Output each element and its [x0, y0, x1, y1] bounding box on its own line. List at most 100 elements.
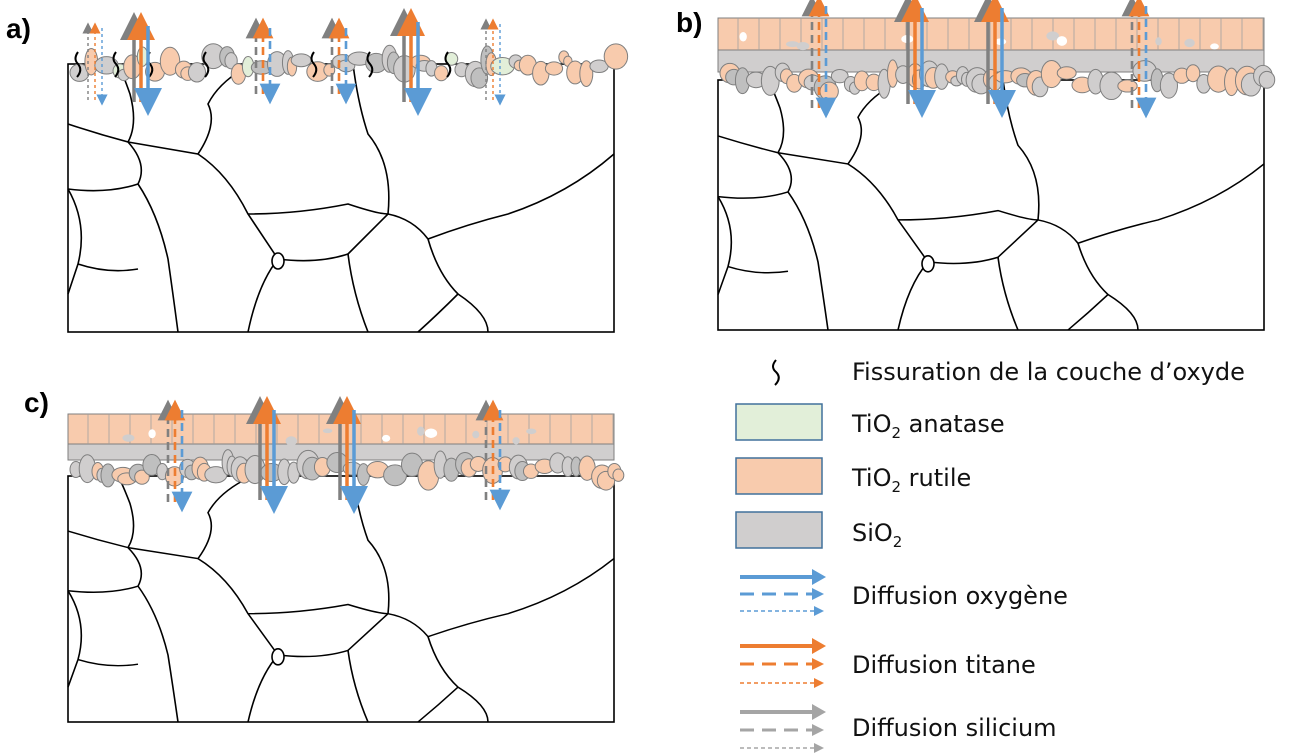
grain-boundary: [67, 590, 83, 688]
oxide-nodule: [830, 68, 849, 84]
oxide-nodule: [159, 46, 181, 76]
sio2-swatch: [735, 511, 823, 549]
crack-mark: [444, 51, 452, 78]
panel-b-label: b): [676, 7, 702, 38]
grain-boundary: [347, 612, 429, 651]
grain-boundary: [717, 196, 733, 295]
legend-oxygen-label: Diffusion oxygène: [852, 582, 1068, 610]
panel-c-label: c): [24, 387, 49, 418]
oxide-nodule: [1159, 72, 1178, 99]
pore: [1210, 43, 1219, 50]
grain-boundary: [67, 530, 143, 594]
pore: [1056, 36, 1068, 46]
pore: [472, 430, 480, 439]
oxide-nodule: [224, 52, 238, 70]
oxide-nodule: [1117, 79, 1138, 93]
anatase-swatch: [735, 403, 823, 441]
pore: [526, 428, 537, 435]
pore: [1184, 38, 1195, 48]
pore: [285, 436, 297, 446]
grain-boundary: [197, 153, 279, 260]
oxide-nodule: [1258, 70, 1276, 89]
oxide-nodule: [1056, 66, 1077, 80]
pore: [796, 42, 810, 51]
pore: [381, 434, 391, 442]
pore: [512, 437, 520, 445]
panel-c-diagram: [67, 396, 625, 723]
oxide-nodule: [434, 65, 449, 82]
crack-mark: [202, 51, 210, 78]
oxide-nodule: [134, 469, 150, 485]
grain-boundary: [427, 153, 615, 240]
grain-boundary: [277, 649, 369, 723]
grain-boundary: [137, 585, 179, 723]
grain-boundary: [427, 558, 615, 638]
pore: [1155, 37, 1162, 46]
grain-boundary: [727, 265, 789, 274]
oxide-nodule: [612, 468, 625, 482]
substrate-box: [67, 63, 615, 333]
crack-mark: [74, 51, 82, 78]
grain-boundaries: [717, 79, 1265, 331]
oxide-nodule: [603, 43, 629, 70]
crack-marks: [74, 51, 452, 78]
grain-boundary: [897, 209, 1039, 221]
legend-silicon-label: Diffusion silicium: [852, 714, 1057, 742]
grain-boundary: [77, 658, 139, 667]
grain-boundary: [197, 558, 279, 656]
oxide-nodule-layer: [69, 449, 625, 491]
crack-mark: [310, 51, 318, 78]
grain-boundary: [1077, 163, 1265, 244]
panel-a-label: a): [6, 13, 31, 44]
grain-boundary: [137, 183, 179, 333]
legend-anatase-label: TiO2 anatase: [851, 410, 1005, 442]
grain-boundary: [847, 163, 929, 263]
diffusion-arrows: [157, 396, 511, 514]
grain-boundary: [352, 63, 390, 215]
pore: [122, 434, 135, 442]
grain-boundary: [777, 84, 894, 165]
diffusion-arrows: [801, 0, 1157, 119]
crack-mark: [112, 51, 120, 78]
silicon-arrow-icon: [740, 704, 826, 753]
panel-b-diagram: [717, 0, 1276, 331]
oxide-nodule: [1185, 64, 1201, 83]
pore: [1046, 31, 1060, 41]
legend: Fissuration de la couche d’oxyde TiO2 an…: [735, 358, 1245, 753]
oxide-nodule: [290, 53, 312, 68]
grain-boundary: [1067, 294, 1109, 331]
crack-mark: [366, 51, 374, 78]
void-spot: [271, 648, 285, 666]
grain-boundary: [417, 293, 459, 333]
grain-boundary: [67, 188, 83, 295]
panel-a-diagram: [67, 8, 629, 333]
pore: [148, 429, 156, 439]
oxide-nodule-layer: [69, 43, 629, 89]
grain-boundary: [127, 68, 244, 155]
crack-icon: [772, 359, 780, 386]
grain-boundary: [77, 263, 139, 272]
oxide-nodule: [187, 62, 207, 83]
grain-boundary: [247, 203, 389, 215]
rutile-band: [717, 17, 1265, 51]
void-spot: [271, 252, 285, 270]
pore: [424, 428, 438, 438]
grain-boundary: [717, 135, 793, 199]
oxide-nodule: [470, 67, 489, 89]
oxide-nodule: [544, 61, 564, 76]
rutile-layer: [717, 17, 1265, 51]
grain-boundary: [787, 191, 829, 331]
legend-sio2-label: SiO2: [852, 519, 902, 551]
legend-crack-label: Fissuration de la couche d’oxyde: [852, 358, 1245, 386]
pore: [417, 426, 425, 436]
grain-boundaries: [67, 63, 615, 333]
grain-boundary: [67, 123, 143, 192]
oxygen-arrow-icon: [740, 569, 826, 616]
legend-rutile-label: TiO2 rutile: [851, 464, 971, 496]
pore: [322, 428, 333, 434]
legend-titanium-label: Diffusion titane: [852, 651, 1036, 679]
substrate-box: [717, 79, 1265, 331]
pore: [739, 32, 747, 42]
diffusion-arrows: [82, 8, 506, 116]
